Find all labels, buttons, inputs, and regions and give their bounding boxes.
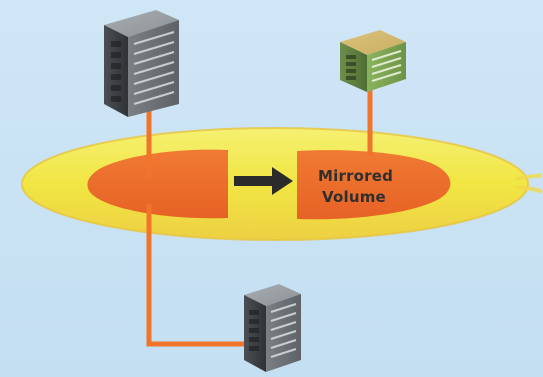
mirrored-volume-shapes (87, 149, 451, 220)
server-tower-green-icon (340, 30, 406, 92)
arrow-right-icon (234, 167, 293, 195)
server-tower-small-icon (244, 284, 301, 372)
right-volume-half (297, 150, 451, 220)
connectors (146, 89, 373, 347)
mirrored-volume-label-line2: Volume (322, 188, 386, 206)
server-tower-icon (104, 10, 179, 117)
left-volume-half (87, 149, 228, 219)
mirrored-volume-label-line1: Mirrored (318, 167, 393, 185)
